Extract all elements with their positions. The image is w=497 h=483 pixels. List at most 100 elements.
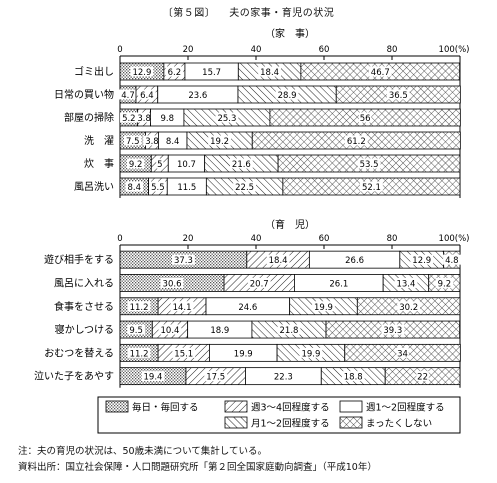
value-label-bg xyxy=(271,371,295,382)
value-label-bg xyxy=(233,181,257,192)
value-label-bg xyxy=(127,347,151,358)
value-label-bg xyxy=(208,324,232,335)
value-label: 4.8 xyxy=(445,256,459,266)
value-label: 10.7 xyxy=(177,160,196,170)
figure-title-text: 夫の家事・育児の状況 xyxy=(229,8,335,19)
value-label: 18.4 xyxy=(269,256,288,266)
note-text: 注：夫の育児の状況は、50歳未満について集計している。 xyxy=(18,446,268,457)
value-label: 5 xyxy=(157,160,162,170)
value-label-bg xyxy=(386,89,410,100)
value-label-bg xyxy=(394,277,418,288)
value-label: 10.4 xyxy=(161,326,180,336)
legend-swatch-monthly-1-2 xyxy=(224,416,248,429)
value-label: 52.1 xyxy=(362,183,381,193)
value-label-bg xyxy=(158,324,182,335)
value-label-bg xyxy=(135,112,153,123)
value-label-bg xyxy=(123,135,142,146)
value-label: 19.2 xyxy=(210,137,229,147)
value-label-bg xyxy=(172,347,196,358)
value-label: 21.8 xyxy=(280,326,299,336)
value-label-bg xyxy=(236,301,260,312)
legend-label-monthly-1-2: 月1～2回程度する xyxy=(251,418,330,430)
value-label: 9.8 xyxy=(160,114,174,124)
figure-title: 〔第５図〕夫の家事・育児の状況 xyxy=(0,4,497,19)
category-label: 日常の買い物 xyxy=(54,88,114,101)
legend-frame xyxy=(97,396,461,434)
category-label: 泣いた子をあやす xyxy=(34,370,114,383)
value-label-bg xyxy=(396,347,409,358)
value-label: 22.5 xyxy=(235,183,254,193)
value-label-bg xyxy=(266,254,290,265)
value-label-bg xyxy=(208,135,232,146)
value-label-bg xyxy=(357,158,381,169)
value-label-bg xyxy=(397,301,421,312)
tick-label: 20 xyxy=(183,234,194,244)
legend-swatch-weekly-3-4 xyxy=(224,400,248,413)
value-label: 8.4 xyxy=(166,137,180,147)
legend-swatch-daily xyxy=(105,400,129,413)
chart-title: （育 児） xyxy=(265,218,315,231)
category-label: 風呂に入れる xyxy=(54,277,114,289)
value-label: 56 xyxy=(360,114,371,124)
value-label-bg xyxy=(416,371,429,382)
category-label: 部屋の掃除 xyxy=(64,111,114,124)
value-label: 18.4 xyxy=(260,68,279,78)
value-label-bg xyxy=(138,89,156,100)
value-label-bg xyxy=(125,181,144,192)
value-label: 36.5 xyxy=(389,91,408,101)
value-label: 20.7 xyxy=(250,279,269,289)
value-label: 8.4 xyxy=(128,183,142,193)
value-label: 12.9 xyxy=(412,256,431,266)
tick-label: 40 xyxy=(251,45,262,55)
value-label-bg xyxy=(149,181,167,192)
value-label: 11.5 xyxy=(177,183,196,193)
value-label-bg xyxy=(175,181,199,192)
value-label-bg xyxy=(410,254,434,265)
value-label: 3.8 xyxy=(145,137,159,147)
value-label-bg xyxy=(126,158,145,169)
legend-label-weekly-3-4: 週3～4回程度する xyxy=(251,402,330,414)
value-label: 18.9 xyxy=(210,326,229,336)
tick-label: 60 xyxy=(319,234,330,244)
tick-label: 0 xyxy=(117,45,122,55)
value-label: 15.7 xyxy=(202,68,221,78)
value-label-bg xyxy=(258,66,281,77)
tick-label: 20 xyxy=(183,45,194,55)
category-label: 食事をさせる xyxy=(54,300,114,313)
value-label: 7.5 xyxy=(126,137,140,147)
category-label: 炊 事 xyxy=(84,157,114,170)
value-label: 25.3 xyxy=(217,114,236,124)
value-label: 37.3 xyxy=(174,256,193,266)
category-label: ゴミ出し xyxy=(74,65,114,78)
value-label: 5.5 xyxy=(151,183,165,193)
value-label: 39.3 xyxy=(383,326,402,336)
value-label-bg xyxy=(127,324,145,335)
value-label-bg xyxy=(312,301,335,312)
value-label-bg xyxy=(360,181,383,192)
value-label: 6.4 xyxy=(140,91,154,101)
value-label: 22 xyxy=(417,373,428,383)
value-label: 11.2 xyxy=(130,349,149,359)
value-label-bg xyxy=(381,324,405,335)
value-label-bg xyxy=(141,371,165,382)
value-label: 30.2 xyxy=(399,303,418,313)
value-label: 9.2 xyxy=(129,160,143,170)
legend-label-never: まったくしない xyxy=(366,419,432,430)
value-label-bg xyxy=(275,89,299,100)
category-label: 風呂洗い xyxy=(74,181,114,193)
value-label: 26.1 xyxy=(329,279,348,289)
value-label: 34 xyxy=(397,349,408,359)
value-label-bg xyxy=(186,89,210,100)
legend-label-weekly-1-2: 週1～2回程度する xyxy=(366,402,445,414)
value-label-bg xyxy=(247,277,271,288)
value-label-bg xyxy=(435,277,454,288)
tick-label: 80 xyxy=(387,234,398,244)
value-label-bg xyxy=(143,135,161,146)
value-label: 5.2 xyxy=(122,114,136,124)
legend-label-daily: 毎日・毎回する xyxy=(132,402,199,414)
category-label: 洗 濯 xyxy=(84,135,114,147)
value-label-bg xyxy=(165,66,184,77)
